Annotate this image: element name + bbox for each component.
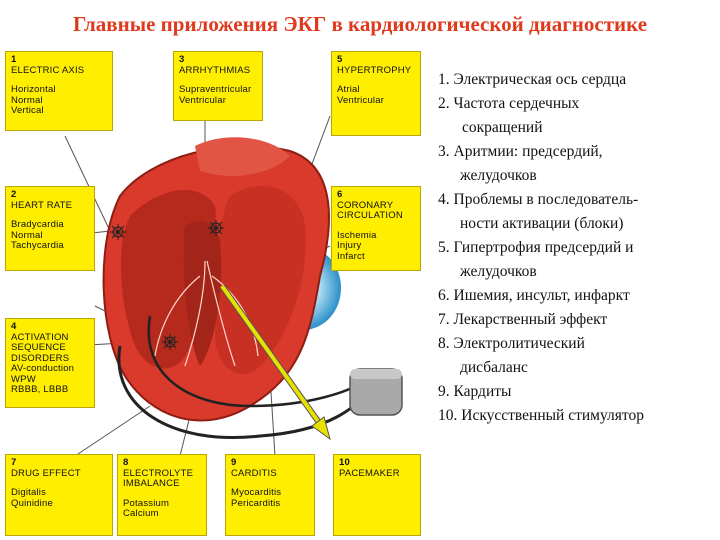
conduction-fibers — [154, 260, 259, 367]
right-ventricle — [215, 186, 306, 375]
list-item: 2. Частота сердечных — [438, 95, 580, 112]
list-item: 5. Гипертрофия предсердий и — [438, 239, 634, 256]
electric-axis-arrow — [220, 284, 322, 426]
list-item: 8. Электролитический — [438, 335, 585, 352]
list-item: 4. Проблемы в последователь- — [438, 191, 639, 208]
activation-star-icon — [208, 220, 224, 236]
page-title: Главные приложения ЭКГ в кардиологическо… — [72, 12, 648, 36]
list-item: 1. Электрическая ось сердца — [438, 71, 627, 88]
activation-star-icon — [162, 334, 178, 350]
list-item-continuation: дисбаланс — [460, 359, 528, 376]
arrow-head-icon — [311, 416, 331, 441]
list-item: 7. Лекарственный эффект — [438, 311, 608, 328]
list-item-continuation: желудочков — [460, 167, 537, 184]
heart-illustration — [64, 115, 403, 457]
list-item: 10. Искусственный стимулятор — [438, 407, 644, 424]
pacemaker-lead-2 — [147, 315, 366, 408]
list-item: 3. Аритмии: предсердий, — [438, 143, 603, 160]
list-item: 9. Кардиты — [438, 383, 512, 400]
list-item-continuation: сокращений — [462, 119, 543, 136]
list-item-continuation: ности активации (блоки) — [460, 215, 624, 232]
applications-list: 1. Электрическая ось сердца 2. Частота с… — [438, 68, 718, 428]
list-item: 6. Ишемия, инсульт, инфаркт — [438, 287, 630, 304]
activation-star-icon — [110, 224, 126, 240]
atrium — [195, 137, 290, 176]
list-item-continuation: желудочков — [460, 263, 537, 280]
